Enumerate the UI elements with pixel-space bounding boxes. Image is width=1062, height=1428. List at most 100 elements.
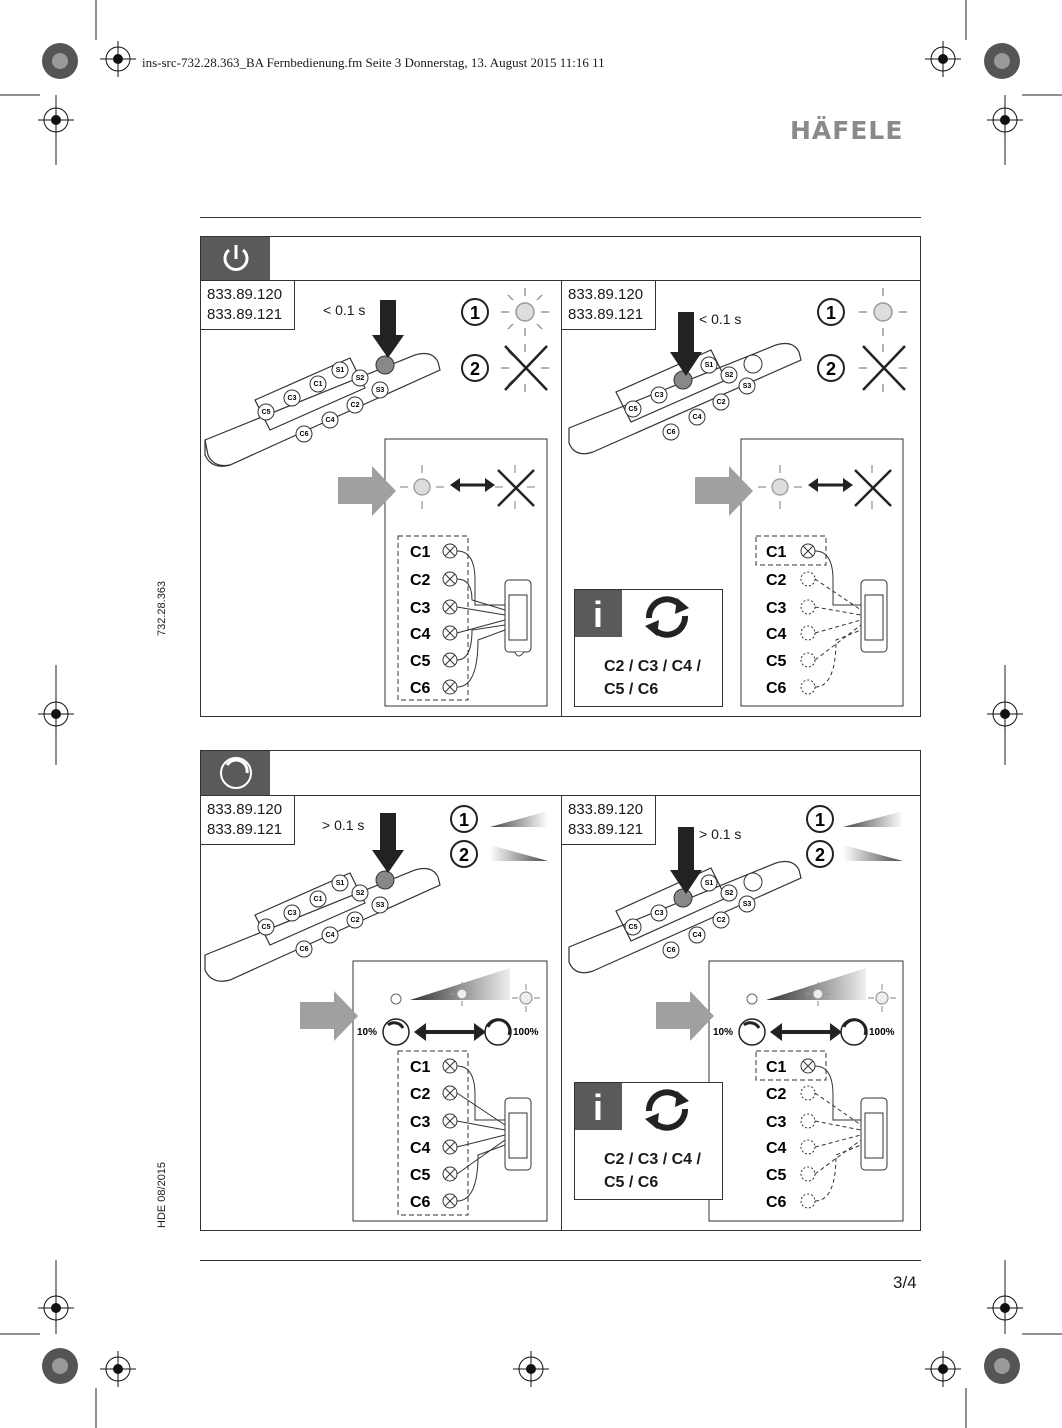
dimmer-icon: [220, 757, 252, 789]
light-on-icon: [806, 982, 830, 1006]
remote-button-label: S1: [336, 880, 345, 887]
channel-label: C5: [766, 1167, 787, 1184]
dim-max-label: 100%: [869, 1027, 895, 1038]
bottom-rule: [200, 1260, 921, 1261]
remote-button-label: C4: [326, 932, 335, 939]
channel-label: C6: [766, 1194, 787, 1211]
remote-button-label: C2: [351, 402, 360, 409]
press-duration: < 0.1 s: [699, 311, 742, 327]
brand-logo: HÄFELE: [790, 116, 904, 145]
remote-button-label: S3: [376, 387, 385, 394]
receiver-module: [860, 1097, 888, 1171]
info-text-1: C2 / C3 / C4 /: [604, 1151, 701, 1168]
info-text-1: C2 / C3 / C4 /: [604, 658, 701, 675]
channel-label: C3: [766, 600, 787, 617]
dim-min-label: 10%: [713, 1027, 733, 1038]
channel-group: [397, 535, 469, 701]
step-number-2: 2: [470, 359, 480, 379]
remote-button-label: C5: [629, 924, 638, 931]
section-dimmer-divider: [200, 795, 921, 796]
model-number-1: 833.89.120: [207, 801, 283, 818]
power-panel-left-figure: S1 S2 S3 C1 C3 C5 C2 C4 C6 1 2: [204, 288, 549, 707]
channel-label: C1: [410, 1059, 431, 1076]
channel-label: C3: [410, 1114, 431, 1131]
section-power-split: [561, 280, 562, 717]
light-off-icon: [495, 465, 535, 509]
dim-ramp: [410, 968, 510, 1000]
model-numbers: 833.89.120 833.89.121: [200, 795, 295, 845]
remote-button-label: C1: [314, 381, 323, 388]
light-on-icon: [400, 465, 444, 509]
gray-arrow: [656, 991, 714, 1041]
channel-label: C2: [766, 1086, 787, 1103]
remote-button-label: C3: [655, 910, 664, 917]
info-box: i C2 / C3 / C4 / C5 / C6: [574, 589, 723, 707]
model-number-1: 833.89.120: [568, 801, 644, 818]
press-arrow: [372, 300, 404, 358]
doc-date: HDE 08/2015: [156, 1161, 168, 1228]
channel-label: C5: [766, 653, 787, 670]
step-number-2: 2: [815, 845, 825, 865]
channel-label: C5: [410, 653, 431, 670]
channel-label: C1: [410, 544, 431, 561]
step-number-1: 1: [826, 303, 836, 323]
section-power: [200, 236, 921, 717]
model-number-1: 833.89.120: [568, 286, 644, 303]
receiver-module: [860, 579, 888, 653]
remote-button-label: C6: [667, 947, 676, 954]
svg-text:i: i: [593, 594, 603, 635]
light-off-icon: [859, 344, 907, 392]
dim-up-ramp: [843, 811, 903, 827]
model-number-2: 833.89.121: [207, 821, 283, 838]
dim-down-ramp: [843, 845, 903, 861]
section-power-divider: [200, 280, 921, 281]
gray-arrow: [695, 466, 753, 516]
toggle-arrow: [450, 478, 495, 492]
channel-label: C5: [410, 1167, 431, 1184]
light-off-icon: [854, 465, 892, 509]
model-number-2: 833.89.121: [568, 306, 644, 323]
light-on-icon: [501, 288, 549, 336]
dim-low-icon: [746, 993, 758, 1005]
remote-button-label: C5: [262, 409, 271, 416]
step-number-1: 1: [459, 810, 469, 830]
dimmer-icon-box: [201, 751, 270, 795]
press-duration: > 0.1 s: [699, 826, 742, 842]
page-number: 3/4: [893, 1273, 917, 1292]
channel-label: C6: [410, 1194, 431, 1211]
remote-button-label: C6: [300, 946, 309, 953]
step-number-1: 1: [815, 810, 825, 830]
remote-button-label: C6: [667, 429, 676, 436]
channel-label: C4: [410, 1140, 431, 1157]
remote-button-label: S2: [725, 372, 734, 379]
channel-lamp-icons: [800, 543, 816, 695]
info-box: i C2 / C3 / C4 / C5 / C6: [574, 1082, 723, 1200]
model-numbers: 833.89.120 833.89.121: [561, 280, 656, 330]
remote-button-label: S1: [705, 880, 714, 887]
dim-ramp: [766, 968, 866, 1000]
channel-label: C2: [766, 572, 787, 589]
channel-label: C1: [766, 544, 787, 561]
remote-button-label: S3: [376, 902, 385, 909]
remote-button-label: C2: [717, 399, 726, 406]
channel-label: C2: [410, 572, 431, 589]
info-text-2: C5 / C6: [604, 681, 659, 698]
light-on-icon: [450, 982, 474, 1006]
remote-button-label: C3: [655, 392, 664, 399]
channel-label: C3: [766, 1114, 787, 1131]
remote-button-label: S3: [743, 383, 752, 390]
dimmer-panel-left-figure: S1 S2 S3 C1 C3 C5 C2 C4 C6 1 2 10% 100% …: [204, 805, 548, 1222]
press-arrow: [670, 827, 702, 894]
press-arrow: [670, 312, 702, 376]
model-number-2: 833.89.121: [568, 821, 644, 838]
channel-group: [755, 1050, 827, 1081]
power-icon-box: [201, 237, 270, 280]
power-icon: [223, 245, 249, 271]
receiver-module: [504, 1097, 532, 1171]
info-text-2: C5 / C6: [604, 1174, 659, 1191]
channel-label: C4: [410, 626, 431, 643]
channel-label: C4: [766, 1140, 787, 1157]
light-on-icon: [512, 984, 540, 1012]
light-on-icon: [868, 984, 896, 1012]
